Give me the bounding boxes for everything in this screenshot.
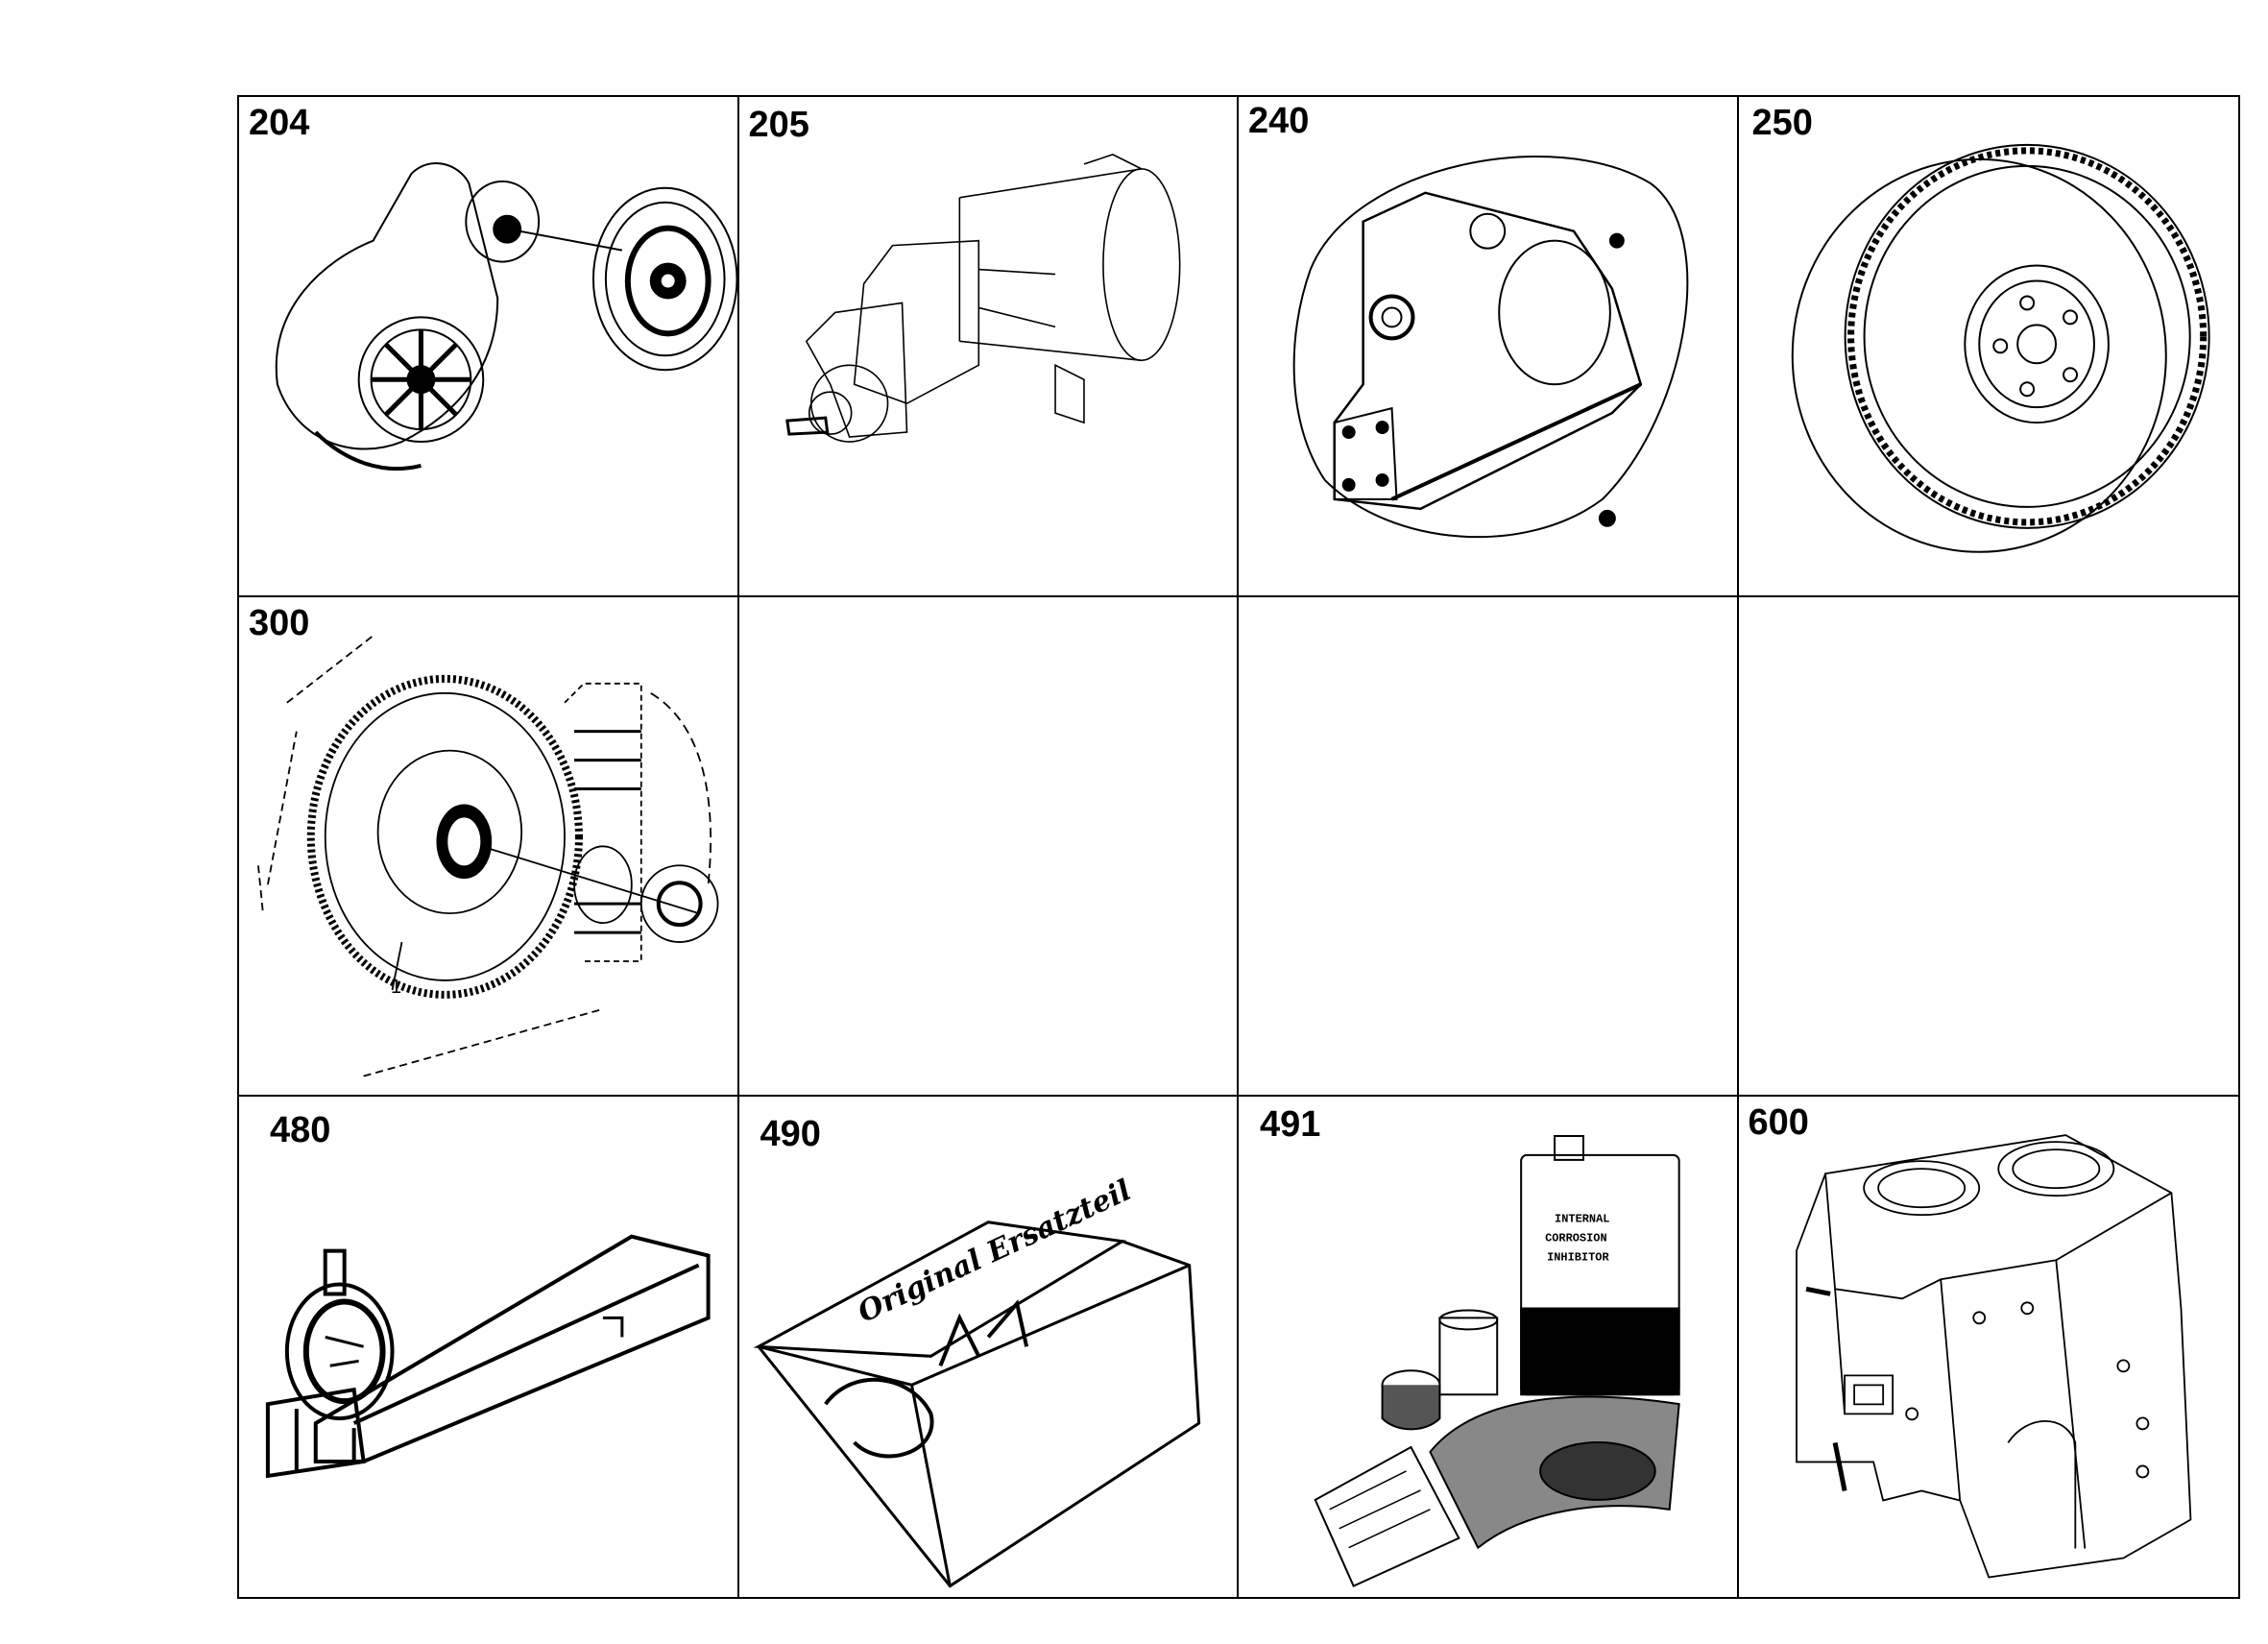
part-cell-491[interactable]: 491 INTERNAL CORROSION INHIBITOR bbox=[1239, 1097, 1739, 1597]
starter-motor-icon bbox=[739, 97, 1238, 595]
part-number: 250 bbox=[1751, 103, 1813, 143]
part-cell-490[interactable]: 490 Original Ersatzteil bbox=[739, 1097, 1239, 1597]
corrosion-inhibitor-kit-icon: INTERNAL CORROSION INHIBITOR bbox=[1239, 1097, 1737, 1597]
callout-label: 1 bbox=[391, 976, 402, 998]
dial-gauge-tool-icon bbox=[239, 1097, 737, 1597]
parts-illustration-grid: 204 205 240 bbox=[237, 95, 2240, 1599]
svg-text:INHIBITOR: INHIBITOR bbox=[1547, 1251, 1609, 1265]
part-cell-205[interactable]: 205 bbox=[738, 97, 1239, 597]
part-cell-240[interactable]: 240 bbox=[1239, 97, 1739, 597]
belt-tensioner-icon bbox=[239, 97, 737, 595]
part-number: 490 bbox=[760, 1114, 821, 1155]
part-cell-300[interactable]: 300 1 bbox=[239, 596, 739, 1098]
timing-gear-icon bbox=[239, 597, 737, 1096]
part-cell-600[interactable]: 600 bbox=[1739, 1097, 2239, 1597]
part-number: 240 bbox=[1248, 101, 1310, 141]
empty-cell bbox=[1239, 596, 1739, 1098]
part-number: 204 bbox=[249, 103, 310, 143]
part-cell-250[interactable]: 250 bbox=[1738, 97, 2239, 597]
flywheel-housing-icon bbox=[1239, 97, 1737, 595]
part-number: 205 bbox=[748, 105, 809, 145]
part-number: 480 bbox=[270, 1110, 331, 1151]
engine-block-icon bbox=[1739, 1097, 2239, 1597]
part-number: 600 bbox=[1748, 1102, 1809, 1144]
gasket-kit-icon: Original Ersatzteil bbox=[739, 1173, 1238, 1597]
part-number: 491 bbox=[1260, 1104, 1321, 1146]
svg-text:CORROSION: CORROSION bbox=[1545, 1232, 1607, 1245]
part-cell-480[interactable]: 480 bbox=[239, 1097, 739, 1597]
part-number: 300 bbox=[249, 602, 310, 643]
svg-text:INTERNAL: INTERNAL bbox=[1555, 1213, 1609, 1226]
empty-cell bbox=[738, 596, 1239, 1098]
flywheel-icon bbox=[1739, 97, 2239, 595]
part-cell-204[interactable]: 204 bbox=[239, 97, 739, 597]
empty-cell bbox=[1738, 597, 2238, 1098]
